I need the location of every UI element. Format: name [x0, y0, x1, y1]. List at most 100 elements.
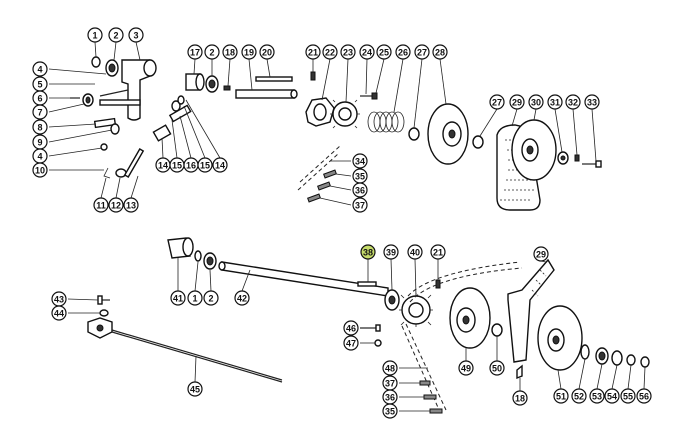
callout-56: 56: [636, 388, 652, 404]
callout-36: 36: [382, 389, 398, 405]
callout-4: 4: [32, 61, 48, 77]
callout-number: 5: [37, 80, 42, 90]
callout-24: 24: [359, 44, 375, 60]
callout-number: 11: [96, 201, 106, 211]
callout-number: 1: [92, 31, 97, 41]
callout-number: 39: [386, 248, 396, 258]
belt-pulley-top: [472, 108, 602, 211]
callout-1: 1: [87, 27, 103, 43]
callout-number: 14: [158, 161, 168, 171]
callout-number: 32: [568, 98, 578, 108]
callout-number: 21: [433, 248, 443, 258]
callout-number: 3: [133, 31, 138, 41]
callout-48: 48: [382, 360, 398, 376]
callout-circle: [395, 44, 411, 60]
callout-22: 22: [322, 44, 338, 60]
callout-number: 38: [363, 248, 373, 258]
callout-circle: [553, 388, 569, 404]
callout-circle: [352, 197, 368, 213]
callout-number: 35: [385, 407, 395, 417]
callout-5: 5: [32, 76, 48, 92]
callout-circle: [32, 119, 48, 135]
callout-number: 40: [410, 248, 420, 258]
bearing-parts-top: [185, 58, 298, 99]
callout-circle: [32, 162, 48, 178]
callout-number: 51: [556, 392, 566, 402]
callout-number: 55: [623, 392, 633, 402]
callout-circle: [87, 27, 103, 43]
callout-number: 10: [35, 166, 45, 176]
callout-circle: [584, 94, 600, 110]
callout-15: 15: [197, 157, 213, 173]
callout-number: 29: [536, 250, 546, 260]
callout-37: 37: [352, 197, 368, 213]
callout-54: 54: [604, 388, 620, 404]
callout-circle: [343, 335, 359, 351]
chain-links-bottom: [399, 367, 443, 414]
callout-33: 33: [584, 94, 600, 110]
callout-circle: [382, 360, 398, 376]
sprocket-cluster-bottom: [360, 258, 523, 413]
callout-circle: [187, 44, 203, 60]
callout-circle: [512, 390, 528, 406]
callout-circle: [197, 157, 213, 173]
callout-number: 54: [607, 392, 617, 402]
callout-number: 6: [37, 94, 42, 104]
callout-number: 15: [172, 161, 182, 171]
callout-number: 8: [37, 123, 42, 133]
callout-23: 23: [340, 44, 356, 60]
callout-35: 35: [382, 403, 398, 419]
callout-19: 19: [241, 44, 257, 60]
callout-circle: [203, 290, 219, 306]
callout-number: 18: [515, 394, 525, 404]
callout-41: 41: [170, 290, 186, 306]
callout-10: 10: [32, 162, 48, 178]
callout-55: 55: [620, 388, 636, 404]
callout-circle: [241, 44, 257, 60]
callout-4: 4: [32, 148, 48, 164]
callout-45: 45: [187, 381, 203, 397]
callout-number: 43: [54, 295, 64, 305]
callout-2: 2: [108, 27, 124, 43]
callout-40: 40: [407, 244, 423, 260]
callout-circle: [340, 44, 356, 60]
callout-number: 47: [346, 339, 356, 349]
control-rod: [67, 295, 283, 383]
callout-25: 25: [376, 44, 392, 60]
callout-53: 53: [589, 388, 605, 404]
callout-32: 32: [565, 94, 581, 110]
callout-number: 37: [355, 201, 365, 211]
callout-circle: [32, 104, 48, 120]
callout-number: 2: [209, 48, 214, 58]
callout-circle: [123, 197, 139, 213]
callout-number: 31: [550, 98, 560, 108]
callout-number: 4: [37, 65, 42, 75]
chain-links-top: [297, 145, 352, 206]
callout-circle: [93, 197, 109, 213]
callout-circle: [571, 388, 587, 404]
callout-number: 13: [126, 201, 136, 211]
callout-number: 1: [192, 294, 197, 304]
callout-39: 39: [383, 244, 399, 260]
callout-43: 43: [51, 291, 67, 307]
callout-circle: [108, 27, 124, 43]
callout-number: 22: [325, 48, 335, 58]
callout-circle: [352, 153, 368, 169]
callout-2: 2: [203, 290, 219, 306]
callout-circle: [259, 44, 275, 60]
callout-44: 44: [51, 305, 67, 321]
callout-21: 21: [305, 44, 321, 60]
callout-number: 19: [244, 48, 254, 58]
callout-number: 29: [512, 98, 522, 108]
callout-circle: [414, 44, 430, 60]
callout-circle: [636, 388, 652, 404]
callout-circle: [376, 44, 392, 60]
callout-circle: [533, 246, 549, 262]
callout-16: 16: [183, 157, 199, 173]
callout-number: 27: [492, 98, 502, 108]
callout-number: 21: [308, 48, 318, 58]
callout-circle: [222, 44, 238, 60]
callout-number: 9: [37, 138, 42, 148]
callout-circle: [489, 94, 505, 110]
